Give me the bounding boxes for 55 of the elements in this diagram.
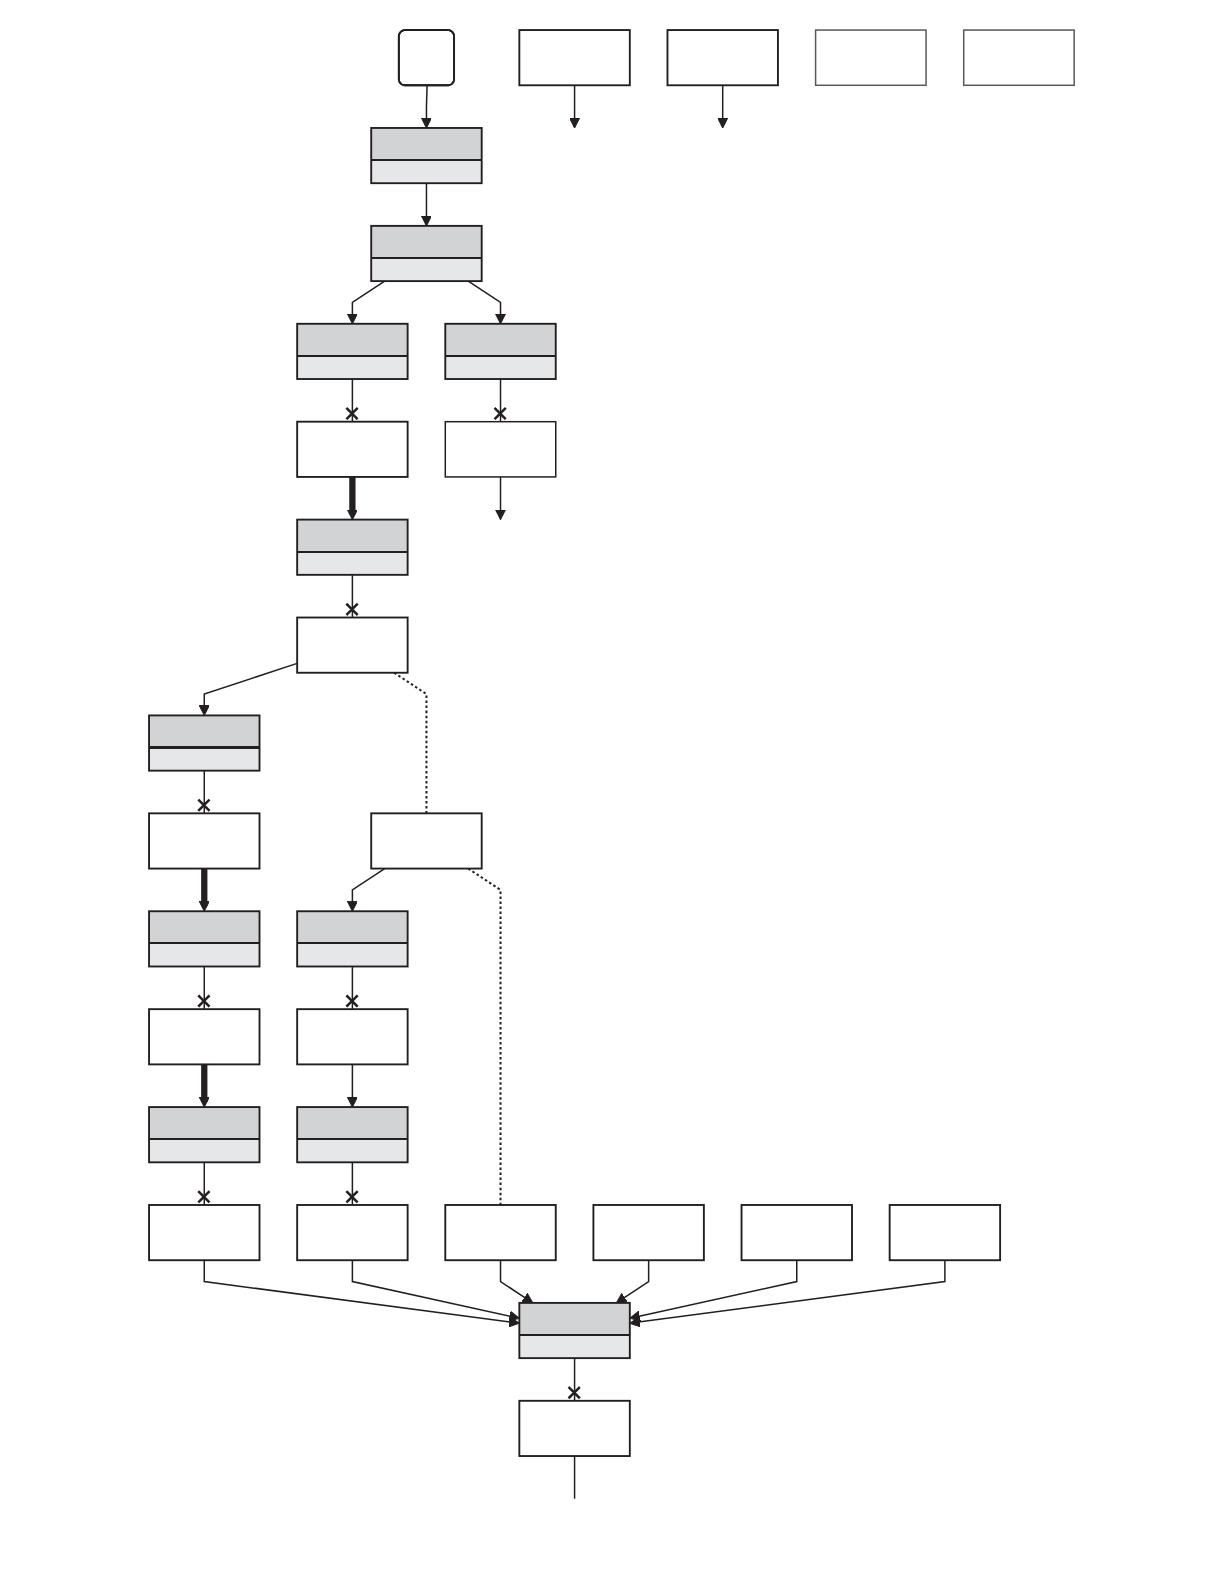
node-box xyxy=(148,1204,261,1262)
node-box xyxy=(666,29,780,87)
arrow xyxy=(347,1063,359,1108)
connector xyxy=(345,1161,360,1206)
node-box xyxy=(296,1204,409,1262)
node-box xyxy=(148,714,261,772)
node-box xyxy=(296,518,409,576)
node-box xyxy=(296,616,409,674)
node-box xyxy=(518,29,632,87)
node-box xyxy=(296,322,409,380)
connector xyxy=(394,671,428,814)
connector xyxy=(567,1357,582,1402)
node-box xyxy=(296,910,409,968)
connector xyxy=(345,965,360,1010)
node-box xyxy=(518,1399,632,1457)
node-box xyxy=(148,812,261,870)
arrow xyxy=(421,182,433,227)
connector xyxy=(197,769,212,815)
arrow xyxy=(500,1259,534,1304)
arrow xyxy=(421,85,433,129)
arrow xyxy=(495,476,507,521)
node-box xyxy=(370,127,483,185)
node-box xyxy=(148,910,261,968)
arrow xyxy=(347,280,386,325)
arrow xyxy=(717,84,729,129)
arrow xyxy=(347,867,386,912)
connector xyxy=(468,867,502,1205)
node-box xyxy=(444,420,557,478)
node-box xyxy=(889,1204,1002,1262)
connector xyxy=(345,574,360,619)
node-box xyxy=(148,1008,261,1066)
node-box xyxy=(296,420,409,478)
node-box xyxy=(444,322,558,380)
connector xyxy=(197,1161,212,1206)
node-box xyxy=(963,29,1076,87)
arrow xyxy=(199,868,211,912)
node-box xyxy=(296,1106,409,1164)
node-box xyxy=(815,29,928,87)
arrow xyxy=(569,84,581,129)
connector xyxy=(493,378,508,423)
arrow xyxy=(347,476,359,521)
node-box xyxy=(444,1204,558,1262)
arrow xyxy=(199,1064,211,1108)
connector xyxy=(345,378,360,423)
node-box xyxy=(740,1204,854,1262)
arrow xyxy=(616,1259,650,1304)
node-box xyxy=(296,1008,409,1066)
connector xyxy=(574,1455,576,1500)
node-box xyxy=(370,812,483,870)
arrow xyxy=(467,280,507,325)
node-box xyxy=(518,1301,632,1360)
node-box xyxy=(592,1204,706,1262)
connector xyxy=(197,965,212,1010)
node-box xyxy=(148,1106,261,1164)
node-box xyxy=(370,224,483,283)
